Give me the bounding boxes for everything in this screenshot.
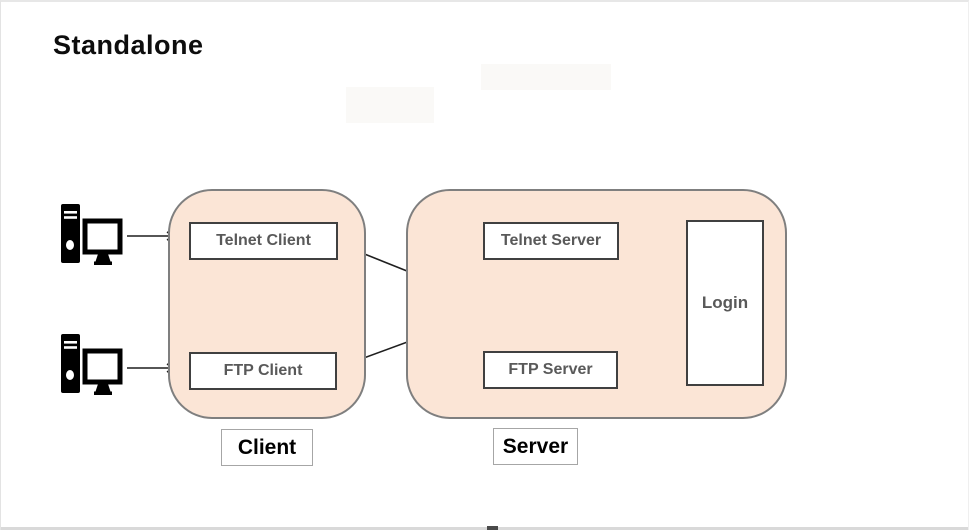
page-title: Standalone [53, 30, 204, 60]
node-ftp-client: FTP Client [189, 352, 337, 390]
node-ftp-server: FTP Server [483, 351, 618, 389]
video-progress-track [1, 527, 968, 530]
client-group-label: Client [221, 429, 313, 466]
desktop-computer-icon [58, 334, 124, 396]
video-progress-marker [487, 526, 498, 530]
node-login: Login [686, 220, 764, 386]
render-artifact [481, 64, 611, 90]
node-telnet-client: Telnet Client [189, 222, 338, 260]
desktop-computer-icon [58, 204, 124, 266]
render-artifact [346, 87, 434, 123]
node-telnet-server: Telnet Server [483, 222, 619, 260]
server-group-label: Server [493, 428, 578, 465]
